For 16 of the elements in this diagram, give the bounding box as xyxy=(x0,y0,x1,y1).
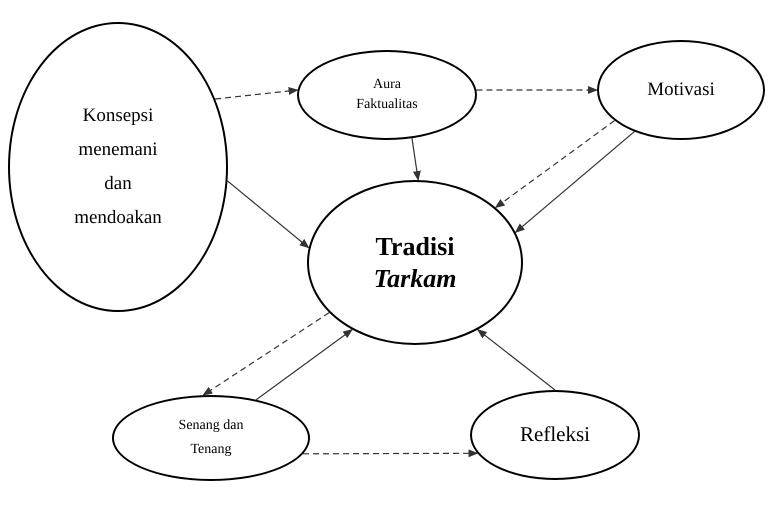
node-label: Konsepsi menemani dan mendoakan xyxy=(73,104,163,230)
node-label: Refleksi xyxy=(520,421,590,448)
arrow xyxy=(514,131,635,233)
arrow xyxy=(227,180,310,248)
arrow xyxy=(202,312,330,396)
arrow xyxy=(303,449,478,458)
arrow xyxy=(476,86,598,94)
arrow xyxy=(215,87,299,100)
node-label: Tradisi Tarkam xyxy=(372,230,458,294)
node-label: Senang dan Tenang xyxy=(178,417,244,459)
arrow xyxy=(411,138,421,182)
node-label: Motivasi xyxy=(647,78,715,102)
arrow xyxy=(476,329,556,390)
arrow xyxy=(256,329,353,400)
arrow xyxy=(494,120,615,208)
node-label: Aura Faktualitas xyxy=(355,76,419,114)
